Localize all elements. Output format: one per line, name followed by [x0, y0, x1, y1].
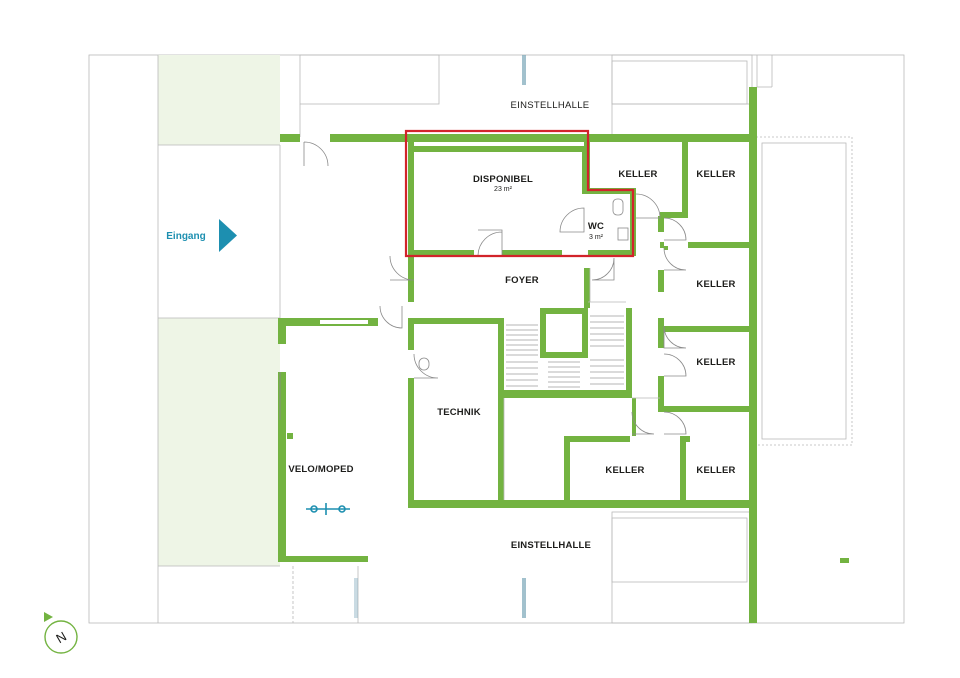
entrance-zone-lower — [158, 318, 280, 566]
staircase — [506, 315, 624, 388]
entrance-arrow-icon — [219, 219, 237, 252]
site-outline — [88, 54, 905, 624]
bicycle-icon — [306, 503, 350, 515]
entrance-label: Eingang — [166, 231, 205, 242]
room-label-foyer: FOYER — [505, 275, 539, 286]
disponibel-highlight — [404, 129, 635, 258]
sink — [617, 227, 629, 241]
room-label-technik: TECHNIK — [437, 407, 481, 418]
room-area-disponibel: 23 m² — [494, 186, 513, 193]
room-label-disponibel: DISPONIBEL — [473, 174, 533, 185]
entrance-zone — [158, 55, 280, 145]
room-label-keller-2: KELLER — [696, 169, 735, 180]
room-area-wc: 3 m² — [589, 234, 604, 241]
room-label-keller-1: KELLER — [618, 169, 657, 180]
room-label-keller-6: KELLER — [696, 465, 735, 476]
compass-icon: N — [44, 612, 78, 654]
compass-letter: N — [53, 629, 69, 647]
technik-sink — [418, 357, 430, 371]
room-label-wc: WC — [588, 221, 604, 232]
room-label-velo-moped: VELO/MOPED — [288, 464, 353, 475]
room-label-keller-3: KELLER — [696, 279, 735, 290]
marker — [522, 55, 526, 85]
room-label-keller-5: KELLER — [605, 465, 644, 476]
room-label-einstellhalle-top: EINSTELLHALLE — [511, 100, 590, 111]
room-label-einstellhalle-bottom: EINSTELLHALLE — [511, 540, 591, 551]
room-label-keller-4: KELLER — [696, 357, 735, 368]
toilet — [612, 198, 624, 216]
marker — [354, 578, 358, 618]
marker — [522, 578, 526, 618]
